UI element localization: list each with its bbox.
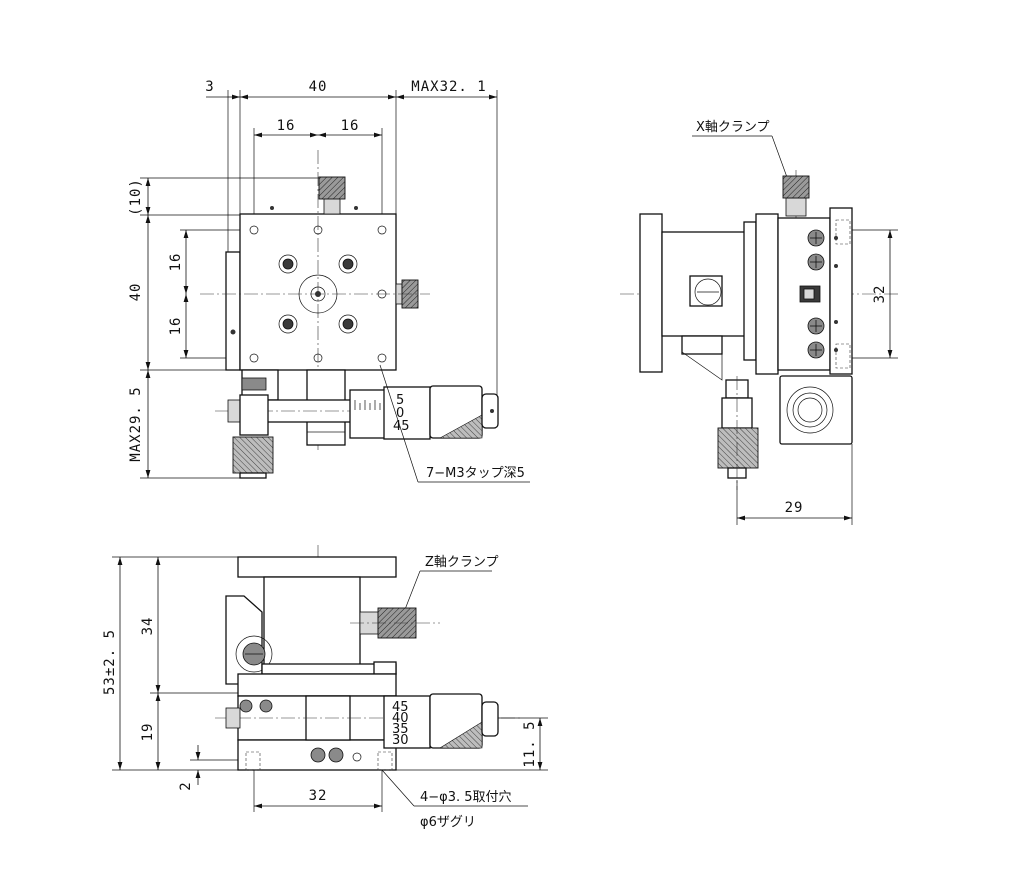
dim-11-5: 11. 5 bbox=[522, 720, 538, 767]
x-clamp-label: X軸クランプ bbox=[696, 120, 770, 135]
tap-note: 7−M3タップ深5 bbox=[426, 466, 525, 481]
elev-scale-40: 40 bbox=[392, 711, 409, 726]
counterbored-screws bbox=[278, 254, 358, 334]
side-x-clamp-knob-icon bbox=[782, 175, 810, 199]
dim-16-left: 16 bbox=[277, 118, 296, 134]
dim-side-29: 29 bbox=[785, 500, 804, 516]
dim-3: 3 bbox=[205, 79, 214, 95]
micrometer-scale-45: 45 bbox=[393, 419, 410, 434]
side-view: X軸クランプ bbox=[620, 120, 900, 525]
hole-note-2: φ6ザグリ bbox=[420, 815, 476, 830]
dim-16-vertical-top: 16 bbox=[168, 253, 184, 272]
dim-max-29-5: MAX29. 5 bbox=[128, 386, 144, 461]
dim-paren-10: (10) bbox=[128, 178, 144, 216]
dim-19: 19 bbox=[140, 723, 156, 742]
side-micrometer-thimble-icon bbox=[717, 427, 759, 469]
dim-40-vertical: 40 bbox=[128, 283, 144, 302]
elevation-view: Z軸クランプ 45 40 35 30 bbox=[102, 545, 548, 830]
elev-scale-45: 45 bbox=[392, 700, 409, 715]
side-screws bbox=[807, 229, 838, 359]
dim-max-32-1: MAX32. 1 bbox=[411, 79, 486, 95]
x-clamp-knob-icon bbox=[318, 176, 346, 200]
elev-micrometer-thimble-icon bbox=[438, 721, 483, 749]
tap-holes bbox=[249, 206, 387, 363]
dim-16-right: 16 bbox=[341, 118, 360, 134]
elev-scale-35: 35 bbox=[392, 722, 409, 737]
dim-bottom-32: 32 bbox=[309, 788, 328, 804]
micrometer-scale-0: 0 bbox=[396, 406, 404, 421]
dim-side-32: 32 bbox=[872, 285, 888, 304]
dim-34: 34 bbox=[140, 617, 156, 636]
dim-53: 53±2. 5 bbox=[102, 629, 118, 695]
side-flange bbox=[639, 213, 663, 373]
hole-note-1: 4−φ3. 5取付穴 bbox=[420, 790, 512, 805]
front-view: 3 40 MAX32. 1 16 16 (10) 16 40 16 MAX29.… bbox=[128, 79, 530, 483]
elev-scale-30: 30 bbox=[392, 733, 409, 748]
dim-2: 2 bbox=[178, 781, 194, 790]
dim-40-horizontal: 40 bbox=[309, 79, 328, 95]
dim-16-vertical-bottom: 16 bbox=[168, 317, 184, 336]
left-bracket bbox=[225, 595, 263, 685]
elevation-top-plate bbox=[237, 556, 397, 578]
side-guide bbox=[225, 251, 241, 371]
z-clamp-label: Z軸クランプ bbox=[425, 555, 499, 570]
micrometer-right-thimble-icon bbox=[439, 414, 483, 439]
micrometer-left-thimble-icon bbox=[232, 436, 274, 474]
micrometer-scale-5: 5 bbox=[396, 393, 404, 408]
center-bore bbox=[298, 274, 338, 314]
